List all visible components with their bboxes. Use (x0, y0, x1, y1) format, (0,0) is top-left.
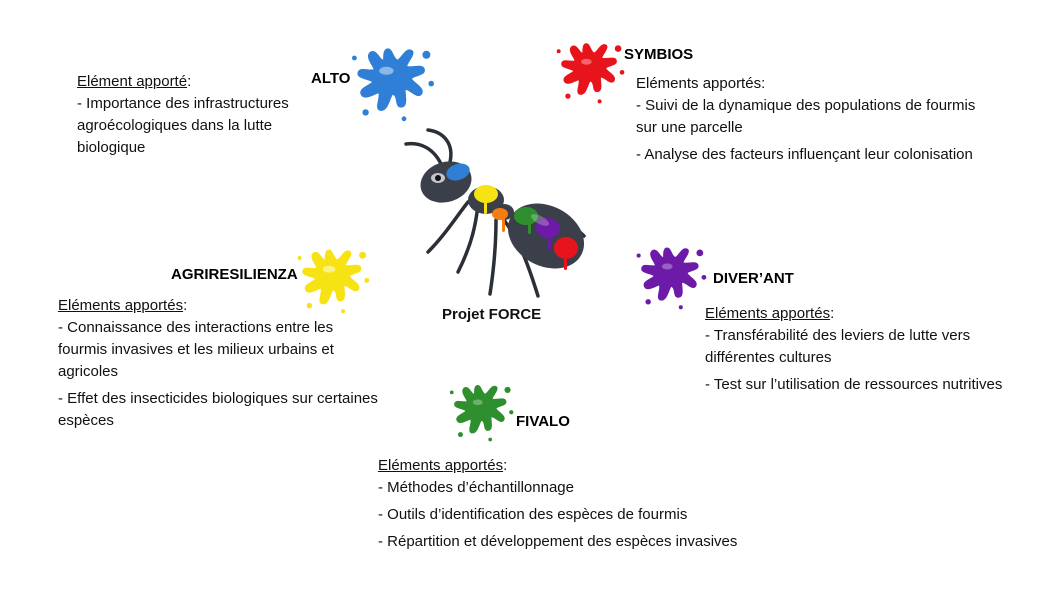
divant-header: Eléments apportés (705, 305, 831, 322)
divant-item-2: - Test sur l’utilisation de ressources n… (705, 376, 1003, 393)
fivalo-item-3: - Répartition et développement des espèc… (378, 533, 738, 550)
alto-header: Elément apporté (77, 73, 188, 90)
symbios-project-name: SYMBIOS (624, 46, 694, 63)
divant-project-name: DIVER’ANT (713, 270, 794, 287)
symbios-item-2: - Analyse des facteurs influençant leur … (636, 146, 973, 163)
fivalo-header: Eléments apportés (378, 457, 504, 474)
alto-contributions: Elément apporté: - Importance des infras… (77, 71, 337, 159)
agriresilienza-header: Eléments apportés (58, 297, 184, 314)
ant-icon (404, 128, 586, 298)
fivalo-contributions: Eléments apportés: - Méthodes d’échantil… (378, 455, 808, 553)
alto-project-name: ALTO (311, 70, 351, 87)
fivalo-project-name: FIVALO (516, 413, 570, 430)
symbios-paint-splat-icon (556, 43, 625, 104)
agriresilienza-item-2: - Effet des insecticides biologiques sur… (58, 390, 378, 429)
alto-item-1: - Importance des infrastructures agroéco… (77, 95, 289, 156)
agriresilienza-project-name: AGRIRESILIENZA (171, 266, 298, 283)
symbios-item-1: - Suivi de la dynamique des populations … (636, 97, 976, 136)
center-project-label: Projet FORCE (442, 306, 542, 323)
fivalo-paint-splat-icon (449, 384, 514, 442)
divant-contributions: Eléments apportés: - Transférabilité des… (705, 303, 1005, 396)
agriresilienza-contributions: Eléments apportés: - Connaissance des in… (58, 295, 378, 432)
agriresilienza-paint-splat-icon (297, 249, 370, 314)
fivalo-item-2: - Outils d’identification des espèces de… (378, 506, 688, 523)
symbios-contributions: Eléments apportés: - Suivi de la dynamiq… (636, 73, 976, 166)
symbios-header: Eléments apportés (636, 75, 762, 92)
divant-paint-splat-icon (636, 247, 707, 310)
agriresilienza-item-1: - Connaissance des interactions entre le… (58, 319, 334, 380)
alto-paint-splat-icon (352, 48, 434, 122)
fivalo-item-1: - Méthodes d’échantillonnage (378, 479, 574, 496)
divant-item-1: - Transférabilité des leviers de lutte v… (705, 327, 971, 366)
